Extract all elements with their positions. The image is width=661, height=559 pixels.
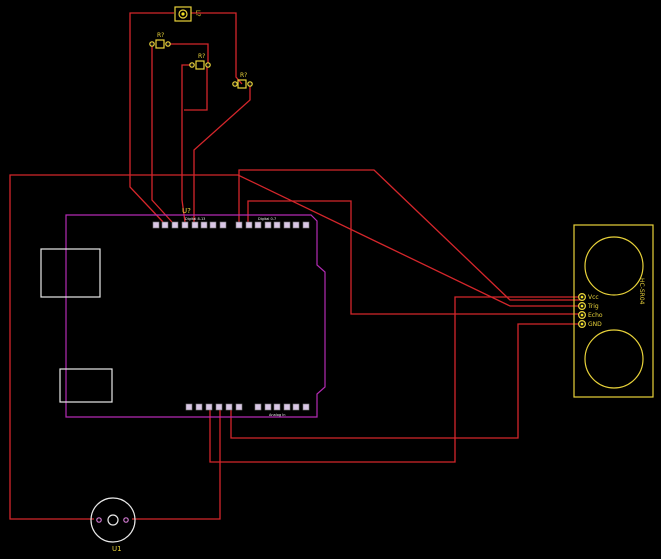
usb-connector bbox=[40, 248, 101, 298]
u1-center bbox=[107, 514, 119, 526]
trace-echo bbox=[9, 174, 580, 520]
trace-l1-right bbox=[191, 12, 243, 85]
pad bbox=[191, 221, 199, 229]
r3-pad-right bbox=[247, 81, 253, 87]
l1-ref-label: L? bbox=[194, 10, 201, 17]
sensor-pin-label-vcc: Vcc bbox=[588, 294, 599, 301]
arduino-ref-label: U? bbox=[182, 207, 191, 215]
pad bbox=[205, 403, 213, 411]
pad bbox=[283, 221, 291, 229]
pad bbox=[209, 221, 217, 229]
buzzer-u1: U1 bbox=[90, 497, 136, 553]
pad bbox=[200, 221, 208, 229]
resistor-r1: R? bbox=[149, 32, 171, 49]
l1-pad bbox=[178, 9, 188, 19]
pad bbox=[273, 221, 281, 229]
r3-pad-left bbox=[232, 81, 238, 87]
resistor-r2: R? bbox=[189, 53, 211, 70]
pad bbox=[292, 403, 300, 411]
header-bottom-pads bbox=[185, 403, 310, 411]
pad bbox=[254, 403, 262, 411]
r1-pad-right bbox=[165, 41, 171, 47]
r2-pad-right bbox=[205, 62, 211, 68]
resistor-r3: R? bbox=[232, 72, 253, 89]
r2-body bbox=[195, 60, 205, 70]
r2-ref-label: R? bbox=[198, 53, 205, 60]
sensor-board bbox=[573, 224, 654, 398]
header-top-pads bbox=[152, 221, 310, 229]
u1-outline bbox=[90, 497, 136, 543]
sensor-transducer-top bbox=[584, 236, 644, 296]
pad bbox=[235, 403, 243, 411]
pad bbox=[283, 403, 291, 411]
u1-pad-right bbox=[123, 517, 129, 523]
pad bbox=[195, 403, 203, 411]
trace-r2-right bbox=[184, 65, 208, 111]
pad bbox=[264, 403, 272, 411]
pad bbox=[171, 221, 179, 229]
pad bbox=[225, 403, 233, 411]
sensor-name-label: HC-SR04 bbox=[638, 278, 645, 305]
pad bbox=[161, 221, 169, 229]
pad bbox=[264, 221, 272, 229]
pad bbox=[185, 403, 193, 411]
l1-body bbox=[174, 6, 192, 22]
header-top-right-label: Digital 0-7 bbox=[258, 217, 276, 221]
pad bbox=[302, 403, 310, 411]
pad bbox=[254, 221, 262, 229]
trace-r1 bbox=[151, 44, 173, 223]
sensor-pin-echo-hole bbox=[580, 313, 584, 317]
trace-r2 bbox=[181, 64, 192, 223]
pad bbox=[273, 403, 281, 411]
power-jack bbox=[59, 368, 113, 403]
sensor-pin-gnd-hole bbox=[580, 322, 584, 326]
arduino-board: Digital 8-13 Digital 0-7 Analog In U? bbox=[40, 207, 326, 418]
arduino-outline bbox=[65, 214, 326, 418]
u1-pad-left bbox=[96, 517, 102, 523]
r2-pad-left bbox=[189, 62, 195, 68]
r1-pad-left bbox=[149, 41, 155, 47]
pad bbox=[152, 221, 160, 229]
pad bbox=[215, 403, 223, 411]
trace-l1-left bbox=[129, 12, 174, 223]
trace-group bbox=[9, 12, 580, 520]
r3-ref-label: R? bbox=[240, 72, 247, 79]
pad bbox=[245, 221, 253, 229]
trace-r1-right bbox=[168, 43, 209, 64]
r1-ref-label: R? bbox=[157, 32, 164, 39]
sensor-pin-vcc-hole bbox=[580, 295, 584, 299]
r3-body bbox=[237, 79, 247, 89]
l1-pad-hole bbox=[181, 12, 185, 16]
sensor-pin-label-gnd: GND bbox=[588, 321, 602, 328]
pad bbox=[302, 221, 310, 229]
inductor-l1: L? bbox=[174, 6, 201, 22]
pad bbox=[181, 221, 189, 229]
trace-trig bbox=[247, 200, 580, 315]
trace-bottom-b bbox=[132, 407, 221, 520]
pad bbox=[292, 221, 300, 229]
sensor-pin-trig-hole bbox=[580, 304, 584, 308]
trace-vcc bbox=[238, 169, 580, 301]
trace-bottom-a bbox=[209, 296, 578, 463]
trace-gnd bbox=[230, 323, 580, 439]
sensor-pin-label-trig: Trig bbox=[587, 303, 599, 310]
sensor-pin-label-echo: Echo bbox=[588, 312, 603, 319]
header-top-left-label: Digital 8-13 bbox=[185, 217, 205, 221]
pad bbox=[219, 221, 227, 229]
trace-r3 bbox=[193, 84, 251, 222]
pad bbox=[235, 221, 243, 229]
sensor-transducer-bottom bbox=[584, 329, 644, 389]
ultrasonic-sensor: HC-SR04 Vcc Trig Echo GND bbox=[573, 224, 654, 398]
r1-body bbox=[155, 39, 165, 49]
header-bottom-right-label: Analog In bbox=[269, 413, 285, 417]
u1-ref-label: U1 bbox=[112, 545, 122, 553]
